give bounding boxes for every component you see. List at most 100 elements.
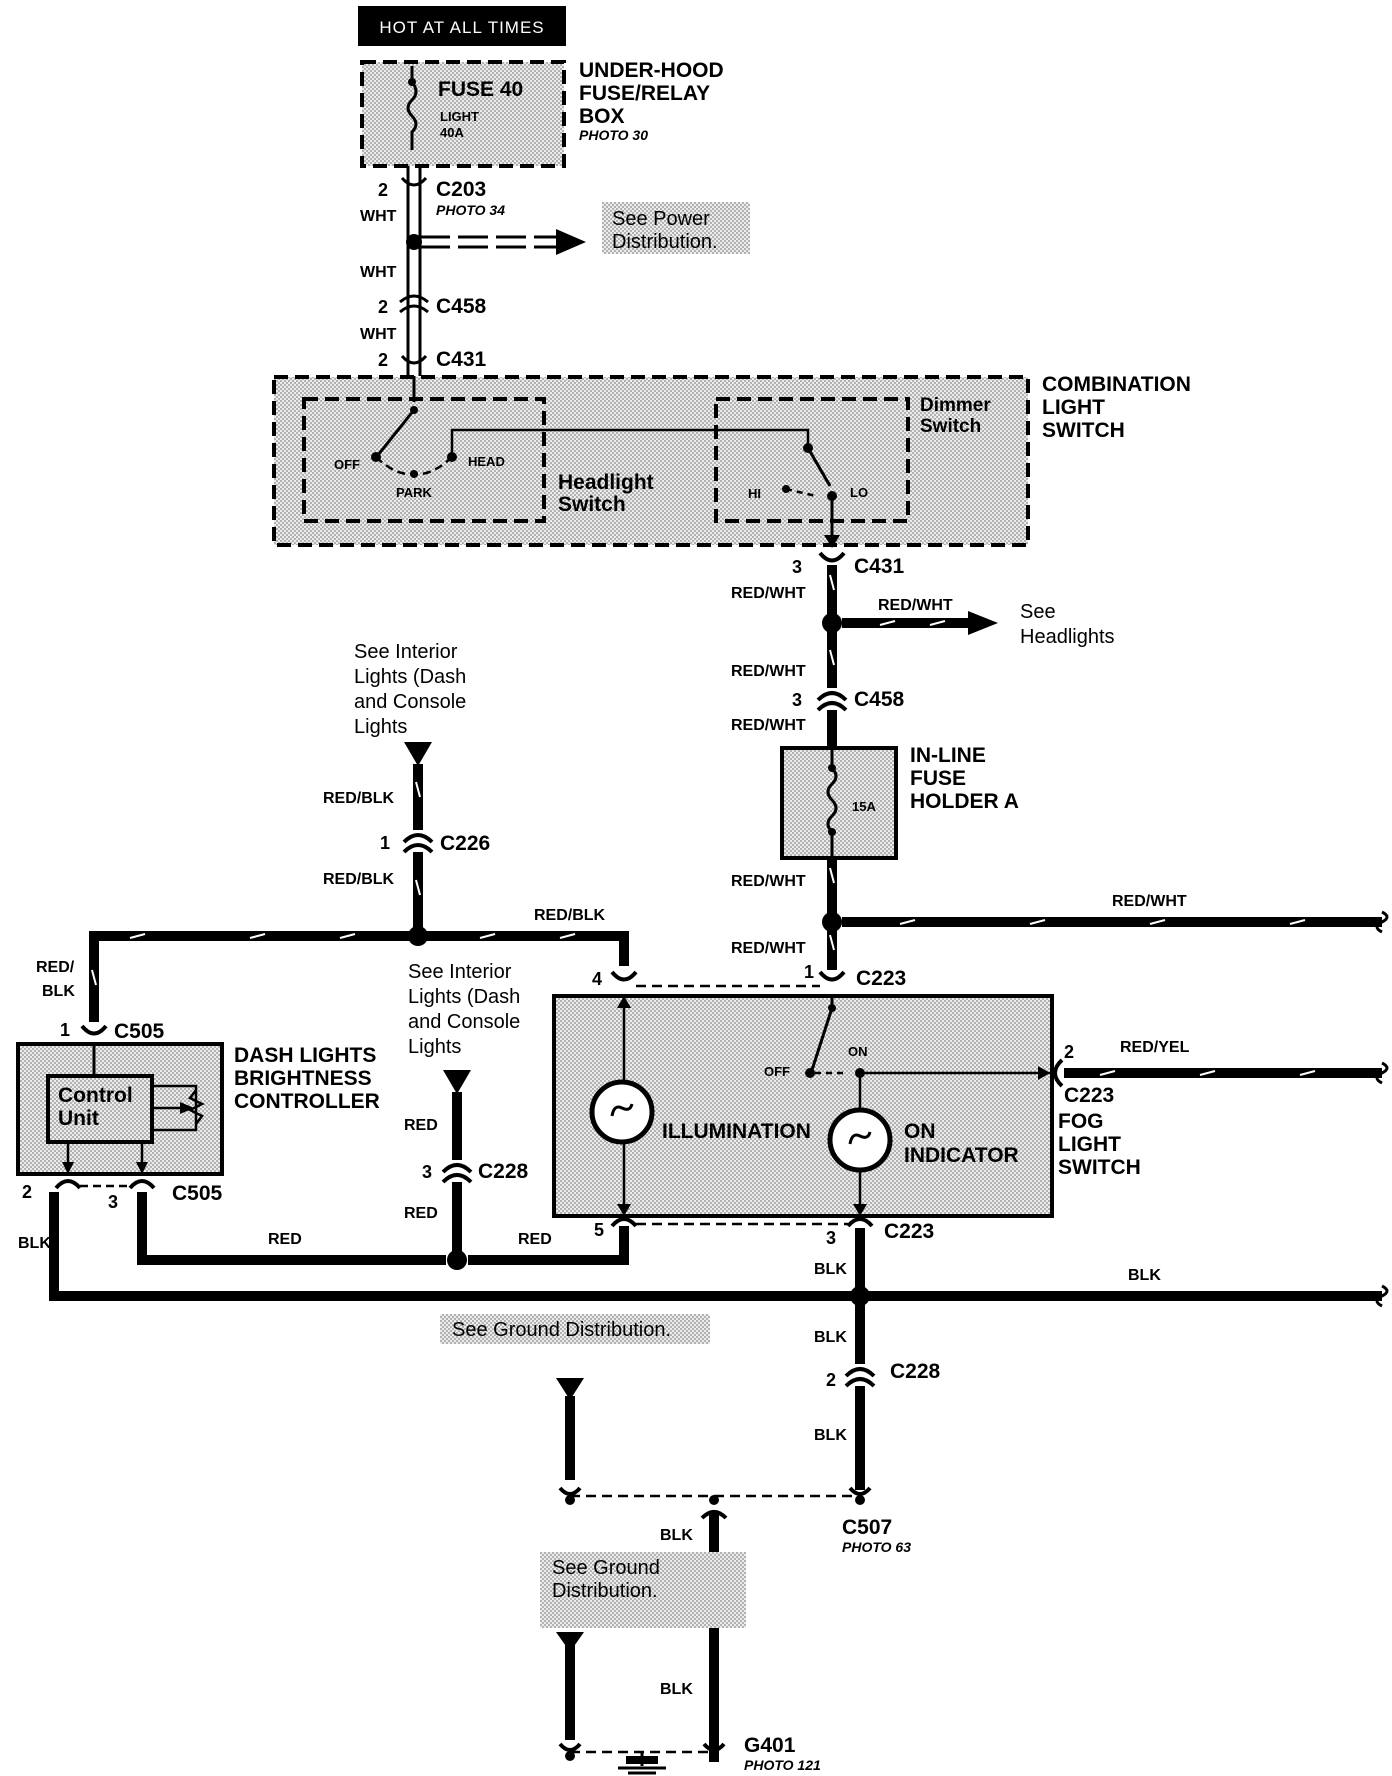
splice-wht <box>406 234 422 250</box>
conn-c226: C226 <box>440 832 490 855</box>
fuse-40-circuit: LIGHT <box>440 109 479 124</box>
splice-red-wht-1 <box>822 613 842 633</box>
conn-c203: C203 <box>436 178 486 201</box>
c458-connector-top <box>399 294 429 314</box>
underhood-box-name-1: UNDER-HOOD <box>579 59 724 82</box>
conn-c223-2: C223 <box>1064 1084 1114 1107</box>
wire-blk-4: BLK <box>814 1329 847 1346</box>
c223-connector-top-1 <box>818 970 846 982</box>
wire-red-3: RED <box>268 1231 302 1248</box>
conn-c458-top: C458 <box>436 295 487 318</box>
splice-red-wht-2 <box>822 912 842 932</box>
pin-c203: 2 <box>378 180 388 200</box>
wire-blk-2: BLK <box>814 1261 847 1278</box>
dash-controller-name-2: BRIGHTNESS <box>234 1067 372 1090</box>
wire-red-wht-5: RED/WHT <box>731 873 806 890</box>
wire-blk-1: BLK <box>18 1235 51 1252</box>
wire-red-blk-4: RED/ <box>36 959 75 976</box>
pin-c226: 1 <box>380 833 390 853</box>
c226-connector <box>402 833 434 854</box>
pos-off: OFF <box>334 457 360 472</box>
wire-red-blk-3: RED/BLK <box>534 907 606 924</box>
pos-head: HEAD <box>468 454 505 469</box>
wire-red-yel: RED/YEL <box>1120 1039 1190 1056</box>
dash-controller-name-1: DASH LIGHTS <box>234 1044 376 1067</box>
wire-wht-2: WHT <box>360 264 397 281</box>
fuse-40-label: FUSE 40 <box>438 78 523 101</box>
note-interior-2-line3: and Console <box>408 1011 520 1033</box>
blk-wire <box>49 1192 1382 1762</box>
illumination-bulb <box>589 1079 655 1145</box>
wire-red-blk-2: RED/BLK <box>323 871 395 888</box>
pos-park: PARK <box>396 485 432 500</box>
underhood-fuse-relay-box: FUSE 40 LIGHT 40A <box>360 60 566 168</box>
combination-switch-name-3: SWITCH <box>1042 419 1125 442</box>
g401-ground <box>558 1742 726 1775</box>
note-ground-1: See Ground Distribution. <box>452 1319 671 1341</box>
wire-blk-7: BLK <box>660 1681 693 1698</box>
c507-connector <box>558 1486 872 1520</box>
c228-connector-pin3 <box>441 1163 473 1184</box>
pin-c228-2: 2 <box>826 1370 836 1390</box>
pin-c223-2: 2 <box>1064 1042 1074 1062</box>
note-ground-1-box <box>440 1314 710 1344</box>
pin-c223-3: 3 <box>826 1228 836 1248</box>
pos-hi: HI <box>748 486 761 501</box>
fog-light-switch <box>552 994 1054 1218</box>
conn-c507: C507 <box>842 1516 892 1539</box>
wire-red-wht-4: RED/WHT <box>731 717 806 734</box>
note-headlights-2: Headlights <box>1020 626 1115 648</box>
wire-blk-5: BLK <box>814 1427 847 1444</box>
note-interior-1-line4: Lights <box>354 716 407 738</box>
fuse-40-rating: 40A <box>440 125 464 140</box>
conn-c431-top: C431 <box>436 348 487 371</box>
splice-red <box>447 1250 467 1270</box>
title-text: HOT AT ALL TIMES <box>379 18 544 37</box>
pin-c228-3: 3 <box>422 1162 432 1182</box>
inline-fuse-name-1: IN-LINE <box>910 744 986 767</box>
c203-connector <box>400 176 428 187</box>
wire-red-wht-6: RED/WHT <box>1112 893 1187 910</box>
dash-controller-name-3: CONTROLLER <box>234 1090 380 1113</box>
pos-lo: LO <box>850 485 868 500</box>
hot-at-all-times-banner <box>358 6 566 46</box>
pin-c431-bottom: 3 <box>792 557 802 577</box>
c505-connector-bottom <box>54 1179 156 1190</box>
conn-c223-3: C223 <box>884 1220 934 1243</box>
fog-switch-name-2: LIGHT <box>1058 1133 1121 1156</box>
pin-c223-4: 4 <box>592 969 602 989</box>
red-wire <box>137 1092 629 1265</box>
fog-switch-name-1: FOG <box>1058 1110 1104 1133</box>
note-ground-2-line2: Distribution. <box>552 1580 658 1602</box>
note-interior-2-line1: See Interior <box>408 961 512 983</box>
wire-red-4: RED <box>518 1231 552 1248</box>
conn-c458-bottom: C458 <box>854 688 905 711</box>
pin-c505-1: 1 <box>60 1020 70 1040</box>
headlight-switch-name-1: Headlight <box>558 471 654 494</box>
wire-red-1: RED <box>404 1117 438 1134</box>
note-interior-2-line4: Lights <box>408 1036 461 1058</box>
note-interior-2-line2: Lights (Dash <box>408 986 520 1008</box>
on-indicator-bulb <box>827 1107 893 1173</box>
c223-connector-pin3 <box>846 1217 874 1228</box>
note-ground-2-box <box>540 1552 746 1628</box>
on-indicator-label-1: ON <box>904 1120 936 1143</box>
inline-fuse-name-2: FUSE <box>910 767 966 790</box>
wire-red-2: RED <box>404 1205 438 1222</box>
fuse-40-symbol <box>406 66 418 150</box>
note-headlights-1: See <box>1020 601 1056 623</box>
interior-lights-arrow-2 <box>443 1070 471 1094</box>
wire-red-wht-7: RED/WHT <box>731 940 806 957</box>
dimmer-switch-name-2: Switch <box>920 416 981 437</box>
c223-connector-pin5 <box>610 1217 638 1228</box>
wire-red-blk-1: RED/BLK <box>323 790 395 807</box>
inline-fuse-holder-a: 15A <box>780 746 898 860</box>
fog-switch-name-3: SWITCH <box>1058 1156 1141 1179</box>
wire-wht-1: WHT <box>360 208 397 225</box>
combination-light-switch <box>272 375 1030 548</box>
headlight-switch-name-2: Switch <box>558 493 626 516</box>
fog-on-label: ON <box>848 1044 868 1059</box>
note-power-box <box>602 202 750 254</box>
c431-connector-bottom <box>818 551 846 563</box>
pin-c223-5: 5 <box>594 1220 604 1240</box>
